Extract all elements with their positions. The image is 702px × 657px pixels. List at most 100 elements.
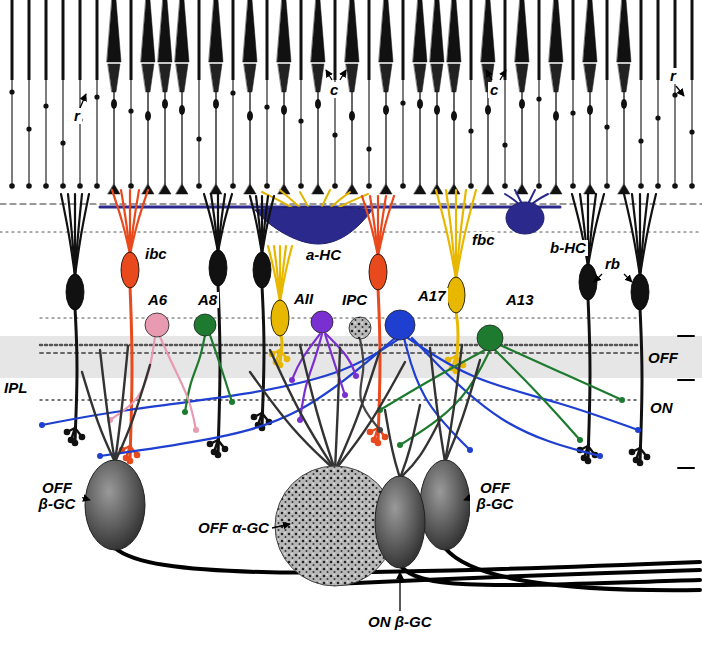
cell-label: a-HC <box>304 247 343 263</box>
rod-spherule <box>655 183 661 189</box>
rod-spherule <box>468 183 474 189</box>
cone-pedicle <box>159 184 171 194</box>
rod-outer-segment <box>606 0 609 80</box>
bipolar-terminal <box>644 454 651 461</box>
cone-axon <box>521 92 522 184</box>
leader-arrow <box>399 572 400 611</box>
cell-label: ibc <box>143 246 169 262</box>
bipolar-soma <box>66 274 84 310</box>
cell-label: IPL <box>2 380 29 396</box>
amacrine-soma <box>385 310 415 340</box>
rod-outer-segment <box>572 0 575 80</box>
rod-spherule <box>366 183 372 189</box>
ganglion-soma <box>85 460 145 550</box>
bipolar-soma <box>253 252 271 288</box>
cell-label: OFF <box>646 350 680 366</box>
rod-outer-segment <box>538 0 541 80</box>
cell-label: AII <box>292 291 315 307</box>
ganglion-dendrite <box>300 345 335 470</box>
rod-spherule <box>536 183 542 189</box>
bipolar-terminal <box>68 437 75 444</box>
ganglion-dendrite <box>115 365 150 462</box>
cell-label: r <box>668 68 678 84</box>
bipolar-terminal <box>367 429 374 436</box>
rod-axon <box>266 80 267 184</box>
cone-inner-segment <box>584 64 596 92</box>
ganglion-axon <box>400 565 700 585</box>
bipolar-axon <box>218 284 220 452</box>
layer-tick <box>678 467 694 469</box>
rod-outer-segment <box>300 0 303 80</box>
cone-axon <box>164 92 165 184</box>
cone-axon <box>623 92 624 184</box>
cell-label: ON β-GC <box>366 614 433 630</box>
amacrine-soma <box>477 325 503 351</box>
rod-outer-segment <box>334 0 337 80</box>
amacrine-process <box>160 337 196 430</box>
bipolar-dendrite <box>61 194 75 276</box>
cone-axon <box>249 92 250 184</box>
rod-axon <box>572 80 573 184</box>
bipolar-dendrite <box>121 190 130 254</box>
cell-label: A8 <box>196 292 219 308</box>
cone-inner-segment <box>431 64 443 92</box>
cone-axon <box>436 92 437 184</box>
cone-pedicle <box>414 184 426 194</box>
horizontal-cell <box>506 202 544 234</box>
bipolar-soma <box>447 277 465 313</box>
amacrine-soma <box>311 311 333 333</box>
cone-inner-segment <box>346 64 358 92</box>
rod-spherule <box>604 183 610 189</box>
plexiform-boundary <box>0 203 702 204</box>
cone-inner-segment <box>142 64 154 92</box>
bipolar-dendrite <box>280 246 292 302</box>
cone-outer-segment <box>107 0 121 62</box>
cone-outer-segment <box>311 0 325 62</box>
bipolar-dendrite <box>446 190 456 279</box>
amacrine-varicosity <box>353 373 359 379</box>
rod-spherule <box>689 183 695 189</box>
cone-outer-segment <box>277 0 291 62</box>
layer-tick <box>678 335 694 337</box>
cone-outer-segment <box>515 0 529 62</box>
leader-arrow <box>486 70 492 80</box>
bipolar-axon <box>130 286 132 458</box>
bipolar-terminal <box>581 455 588 462</box>
amacrine-process <box>210 335 232 402</box>
bipolar-soma <box>121 252 139 288</box>
leader-arrow <box>594 274 602 282</box>
bipolar-dendrite <box>218 194 232 252</box>
rod-axon <box>28 80 29 184</box>
amacrine-varicosity <box>635 427 641 433</box>
bipolar-dendrite <box>130 190 148 254</box>
rod-spherule <box>264 183 270 189</box>
rod-axon <box>62 80 63 184</box>
cone-outer-segment <box>481 0 495 62</box>
amacrine-varicosity <box>397 442 403 448</box>
rod-axon <box>606 80 607 184</box>
bipolar-dendrite <box>68 194 75 276</box>
amacrine-varicosity <box>619 397 625 403</box>
cone-axon <box>215 92 216 184</box>
cone-axon <box>283 92 284 184</box>
cone-inner-segment <box>414 64 426 92</box>
ganglion-dendrite <box>335 348 340 470</box>
cone-axon <box>317 92 318 184</box>
bipolar-terminal <box>222 446 229 453</box>
cell-label: A6 <box>146 292 169 308</box>
bipolar-terminal <box>633 457 640 464</box>
ganglion-dendrite <box>385 410 400 478</box>
bipolar-dendrite <box>436 190 456 279</box>
bipolar-dendrite <box>274 246 280 302</box>
rod-axon <box>45 80 46 184</box>
bipolar-dendrite <box>370 196 378 256</box>
cone-inner-segment <box>108 64 120 92</box>
rod-axon <box>368 80 369 184</box>
bipolar-dendrite <box>362 196 378 256</box>
amacrine-process <box>100 338 395 456</box>
cone-outer-segment <box>379 0 393 62</box>
rod-outer-segment <box>11 0 14 80</box>
off-sublamina-band <box>0 336 702 378</box>
ganglion-axon <box>445 548 700 590</box>
